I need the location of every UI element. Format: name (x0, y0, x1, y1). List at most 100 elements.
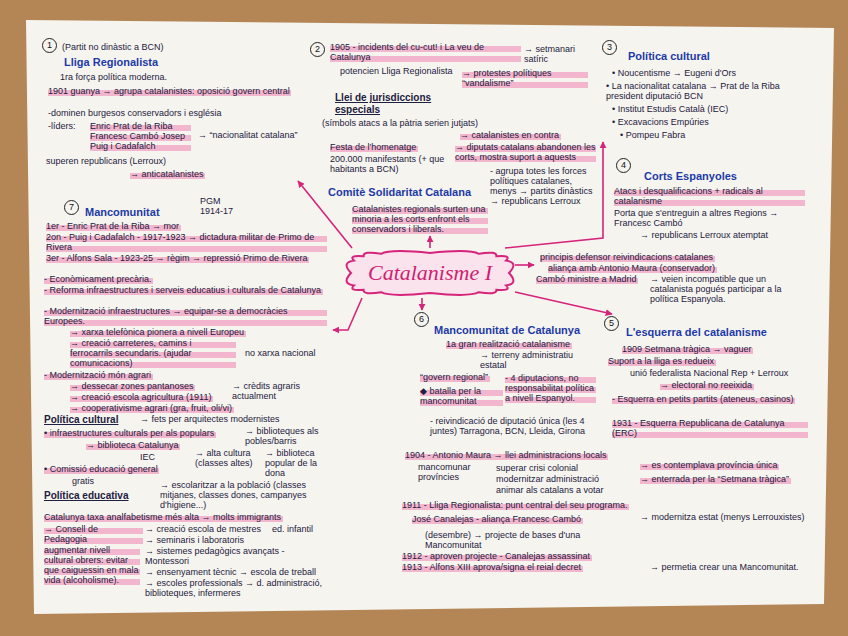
note-text: → cooperativisme agrari (gra, fruit, oli… (70, 403, 234, 413)
topic-block: 7MancomunitatPGM 1914-171er - Enric Prat… (42, 194, 333, 600)
note-text: → biblioteca Catalunya (86, 440, 180, 450)
note-text: → permetia crear una Mancomunitat. (650, 562, 800, 572)
heading-text: Comitè Solidaritat Catalana (328, 186, 473, 199)
note-text: 1a gran realització catalanisme (446, 339, 572, 349)
note-text: 1905 - incidents del cu-cut! i La veu de… (330, 42, 521, 62)
callout-number: 1 (43, 39, 56, 51)
note-text: Cambó ministre a Madrid (536, 274, 638, 284)
topic-block: 1 (Partit no dinàstic a BCN) Lliga Regiona… (40, 36, 301, 181)
note-text: Suport a la lliga es redueix (608, 356, 716, 366)
central-cloud: Catalanisme I (345, 248, 515, 298)
note-text: 2on - Puig i Cadafalch - 1917-1923 → dic… (46, 232, 327, 252)
note-text: Catalunya taxa analfabetisme més alta → … (44, 512, 283, 522)
heading-text: Lliga Regionalista (64, 56, 160, 69)
note-text: → creació escola de mestres (145, 524, 263, 534)
note-text: • Noucentisme → Eugeni d'Ors (612, 68, 737, 78)
connector-arrow (333, 298, 362, 330)
note-text: → alta cultura (classes altes) (195, 448, 262, 468)
note-text: no xarxa nacional (245, 348, 317, 358)
note-text: → “nacionalitat catalana” (198, 130, 299, 140)
number-circle: 7 (64, 200, 79, 215)
note-text: Atacs i desqualificacions + radicals al … (614, 186, 805, 206)
note-text: → creació carreteres, camins i ferrocarr… (70, 338, 236, 368)
note-text: (Partit no dinàstic a BCN) (62, 42, 165, 52)
note-text: PGM 1914-17 (200, 196, 241, 216)
note-text: gratis (72, 476, 96, 486)
note-text: - agrupa totes les forces polítiques cat… (490, 166, 599, 206)
note-text: mancomunar províncies (418, 462, 491, 482)
note-text: (desembre) → projecte de bases d'una Man… (425, 530, 636, 550)
note-text: → anticatalanistes (130, 169, 205, 179)
note-text: → escoles professionals → d. administrac… (145, 578, 328, 598)
note-text: 1er - Enric Prat de la Riba → mor (46, 221, 181, 231)
note-text: → escolaritzar a la població (classes mi… (160, 480, 331, 510)
note-text: animar als catalans a votar (496, 485, 605, 495)
note-text: 1931 - Esquerra Republicana de Catalunya… (612, 418, 808, 438)
topic-block: 21905 - incidents del cu-cut! i La veu d… (308, 40, 601, 236)
connector-arrow (429, 236, 431, 248)
paper-sheet (26, 20, 834, 614)
note-text: superar crisi colonial (496, 463, 580, 473)
note-text: • La nacionalitat catalana → Prat de la … (606, 81, 802, 101)
note-text: • Excavacions Empúries (612, 117, 710, 127)
note-text: Festa de l'homenatge (330, 142, 418, 152)
note-text: principis defensor reivindicacions catal… (540, 252, 715, 262)
note-text: - reivindicació de diputació única (les … (430, 416, 597, 436)
note-text: - 4 diputacions, no responsabilitat polí… (505, 373, 596, 403)
note-text: → fets per arquitectes modernistes (140, 414, 281, 424)
note-text: “govern regional” (420, 372, 490, 382)
note-text: Catalanistes regionals surten una minori… (352, 204, 488, 234)
topic-block: 4Corts EspanyolesAtacs i desqualificacio… (534, 156, 808, 306)
note-text: modernitzar administració (496, 474, 601, 484)
note-text: → republicans Lerroux atemptat (640, 230, 770, 240)
note-text: → terreny administratiu estatal (480, 350, 593, 370)
note-text: 1901 guanya → agrupa catalanistes: oposi… (48, 86, 291, 96)
note-text: 1911 - Lliga Regionalista: punt central … (402, 500, 629, 510)
callout-number: 5 (605, 317, 618, 329)
note-text: → biblioteques als pobles/barris (245, 426, 331, 446)
note-text: (símbols atacs a la pàtria serien jutjat… (322, 118, 480, 128)
connector-arrow (515, 292, 612, 314)
note-text: → dessecar zones pantanoses (70, 381, 195, 391)
note-text: aliança amb Antonio Maura (conservador) (548, 263, 717, 273)
note-text: 200.000 manifestants (+ que habitants a … (330, 154, 451, 174)
note-text: → modernitza estat (menys Lerrouxistes) (640, 512, 806, 522)
note-text: → es contemplava província única (640, 460, 779, 470)
note-text: → enterrada per la “Setmana tràgica” (640, 474, 791, 484)
note-text: unió federalista Nacional Rep + Lerroux (630, 368, 790, 378)
callout-number: 6 (415, 313, 428, 325)
note-text: 3er - Alfons Sala - 1923-25 → règim → re… (46, 253, 309, 263)
topic-block: 5L'esquerra del catalanisme 1909 Setmana … (602, 314, 810, 440)
cloud-shape (347, 251, 514, 295)
heading-text: Política educativa (44, 490, 130, 502)
note-text: 1909 Setmana tràgica → vaguer (622, 344, 753, 354)
connector-arrow (421, 298, 423, 310)
note-text: Porta que s'entreguin a altres Regions →… (614, 208, 805, 228)
note-text: - Esquerra en petits partits (ateneus, c… (612, 394, 795, 404)
number-circle: 1 (42, 38, 57, 53)
heading-text: L'esquerra del catalanisme (626, 326, 768, 339)
note-text: → protestes polítiques “vandalisme” (462, 68, 588, 88)
note-text: → xarxa telefònica pionera a nivell Euro… (70, 327, 246, 337)
note-text: → ensenyament tècnic → escola de treball (145, 567, 318, 577)
heading-text: Llei de jurisdiccions especials (335, 92, 448, 116)
note-text: José Canalejas - aliança Francesc Cambó (412, 514, 583, 524)
note-text: • Institut Estudis Català (IEC) (612, 104, 730, 114)
note-text: 1ra força política moderna. (60, 72, 169, 82)
callout-number: 3 (603, 41, 616, 53)
note-text: → creació escola agricultura (1911) (70, 392, 213, 402)
note-text: - Modernització infraestructures → equip… (44, 306, 327, 326)
note-text: ed. infantil (272, 524, 315, 534)
note-text: → Consell de Pedagogia (44, 524, 143, 544)
note-text: → diputats catalans abandonen les corts,… (455, 142, 596, 162)
note-text: • Comissió educació general (44, 464, 159, 474)
note-text: - Reforma infraestructures i serveis edu… (44, 285, 323, 295)
note-text: - Modernització món agrari (44, 370, 153, 380)
heading-text: Corts Espanyoles (644, 170, 738, 183)
note-text: → electoral no reeixida (660, 380, 754, 390)
heading-text: Política cultural (628, 50, 711, 63)
note-text: → seminaris i laboratoris (145, 535, 246, 545)
note-text: IEC (140, 452, 157, 462)
central-title: Catalanisme I (368, 260, 492, 286)
